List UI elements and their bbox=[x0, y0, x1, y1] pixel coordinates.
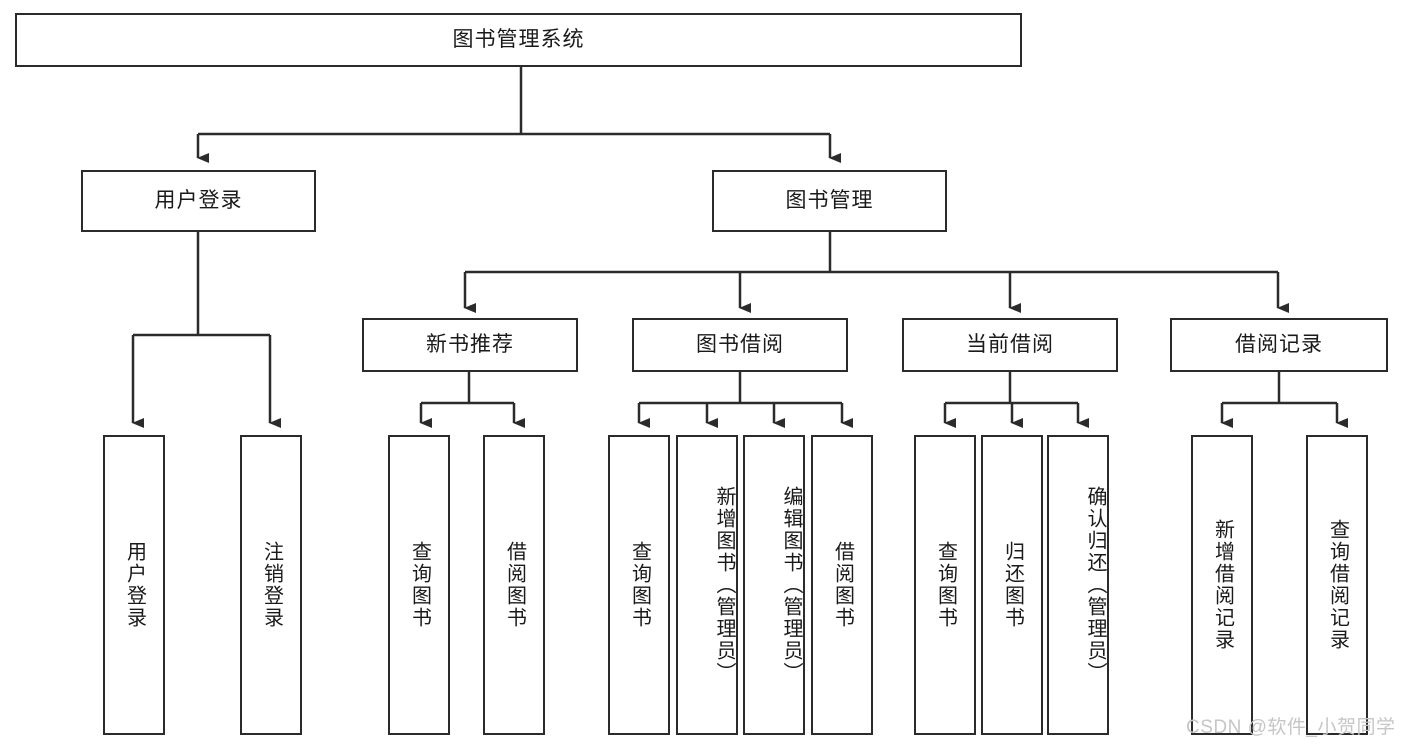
node-leaf-add-record[interactable]: 新增借阅记录 bbox=[1191, 435, 1253, 735]
node-root[interactable]: 图书管理系统 bbox=[15, 13, 1022, 67]
node-current-borrow[interactable]: 当前借阅 bbox=[902, 318, 1118, 372]
node-leaf-add-book-label: 新增图书（管理员） bbox=[713, 486, 735, 684]
node-leaf-borrow-book-1[interactable]: 借阅图书 bbox=[483, 435, 545, 735]
node-borrow-record-label: 借阅记录 bbox=[1235, 333, 1323, 357]
node-book-borrow[interactable]: 图书借阅 bbox=[632, 318, 848, 372]
node-leaf-edit-book-label: 编辑图书（管理员） bbox=[780, 486, 802, 684]
node-leaf-query-book-2[interactable]: 查询图书 bbox=[608, 435, 670, 735]
node-leaf-query-book-1[interactable]: 查询图书 bbox=[388, 435, 450, 735]
node-leaf-user-login[interactable]: 用户登录 bbox=[103, 435, 165, 735]
node-user-login[interactable]: 用户登录 bbox=[81, 170, 316, 232]
node-root-label: 图书管理系统 bbox=[452, 28, 585, 52]
node-leaf-query-book-2-label: 查询图书 bbox=[628, 541, 651, 629]
node-leaf-logout-login[interactable]: 注销登录 bbox=[240, 435, 302, 735]
node-user-login-label: 用户登录 bbox=[154, 189, 243, 213]
csdn-watermark: CSDN @软件_小贺同学 bbox=[1186, 717, 1396, 738]
node-book-borrow-label: 图书借阅 bbox=[696, 333, 784, 357]
node-leaf-logout-login-label: 注销登录 bbox=[260, 541, 283, 629]
node-leaf-borrow-book-2-label: 借阅图书 bbox=[831, 541, 854, 629]
node-leaf-query-book-3[interactable]: 查询图书 bbox=[914, 435, 976, 735]
node-leaf-return-book-label: 归还图书 bbox=[1001, 541, 1024, 629]
node-book-manage-label: 图书管理 bbox=[785, 189, 874, 213]
node-leaf-return-book[interactable]: 归还图书 bbox=[981, 435, 1043, 735]
node-leaf-confirm-return[interactable]: 确认归还（管理员） bbox=[1047, 435, 1109, 735]
node-leaf-query-book-3-label: 查询图书 bbox=[934, 541, 957, 629]
node-new-book-rec[interactable]: 新书推荐 bbox=[362, 318, 578, 372]
node-borrow-record[interactable]: 借阅记录 bbox=[1170, 318, 1388, 372]
node-leaf-borrow-book-1-label: 借阅图书 bbox=[503, 541, 526, 629]
node-leaf-query-book-1-label: 查询图书 bbox=[408, 541, 431, 629]
node-current-borrow-label: 当前借阅 bbox=[966, 333, 1054, 357]
node-leaf-add-book[interactable]: 新增图书（管理员） bbox=[676, 435, 738, 735]
node-leaf-confirm-return-label: 确认归还（管理员） bbox=[1084, 486, 1106, 684]
node-book-manage[interactable]: 图书管理 bbox=[712, 170, 947, 232]
node-new-book-rec-label: 新书推荐 bbox=[426, 333, 514, 357]
node-leaf-query-record[interactable]: 查询借阅记录 bbox=[1306, 435, 1368, 735]
node-leaf-query-record-label: 查询借阅记录 bbox=[1326, 519, 1349, 651]
node-leaf-edit-book[interactable]: 编辑图书（管理员） bbox=[743, 435, 805, 735]
node-leaf-borrow-book-2[interactable]: 借阅图书 bbox=[811, 435, 873, 735]
node-leaf-user-login-label: 用户登录 bbox=[123, 541, 146, 629]
node-leaf-add-record-label: 新增借阅记录 bbox=[1211, 519, 1234, 651]
